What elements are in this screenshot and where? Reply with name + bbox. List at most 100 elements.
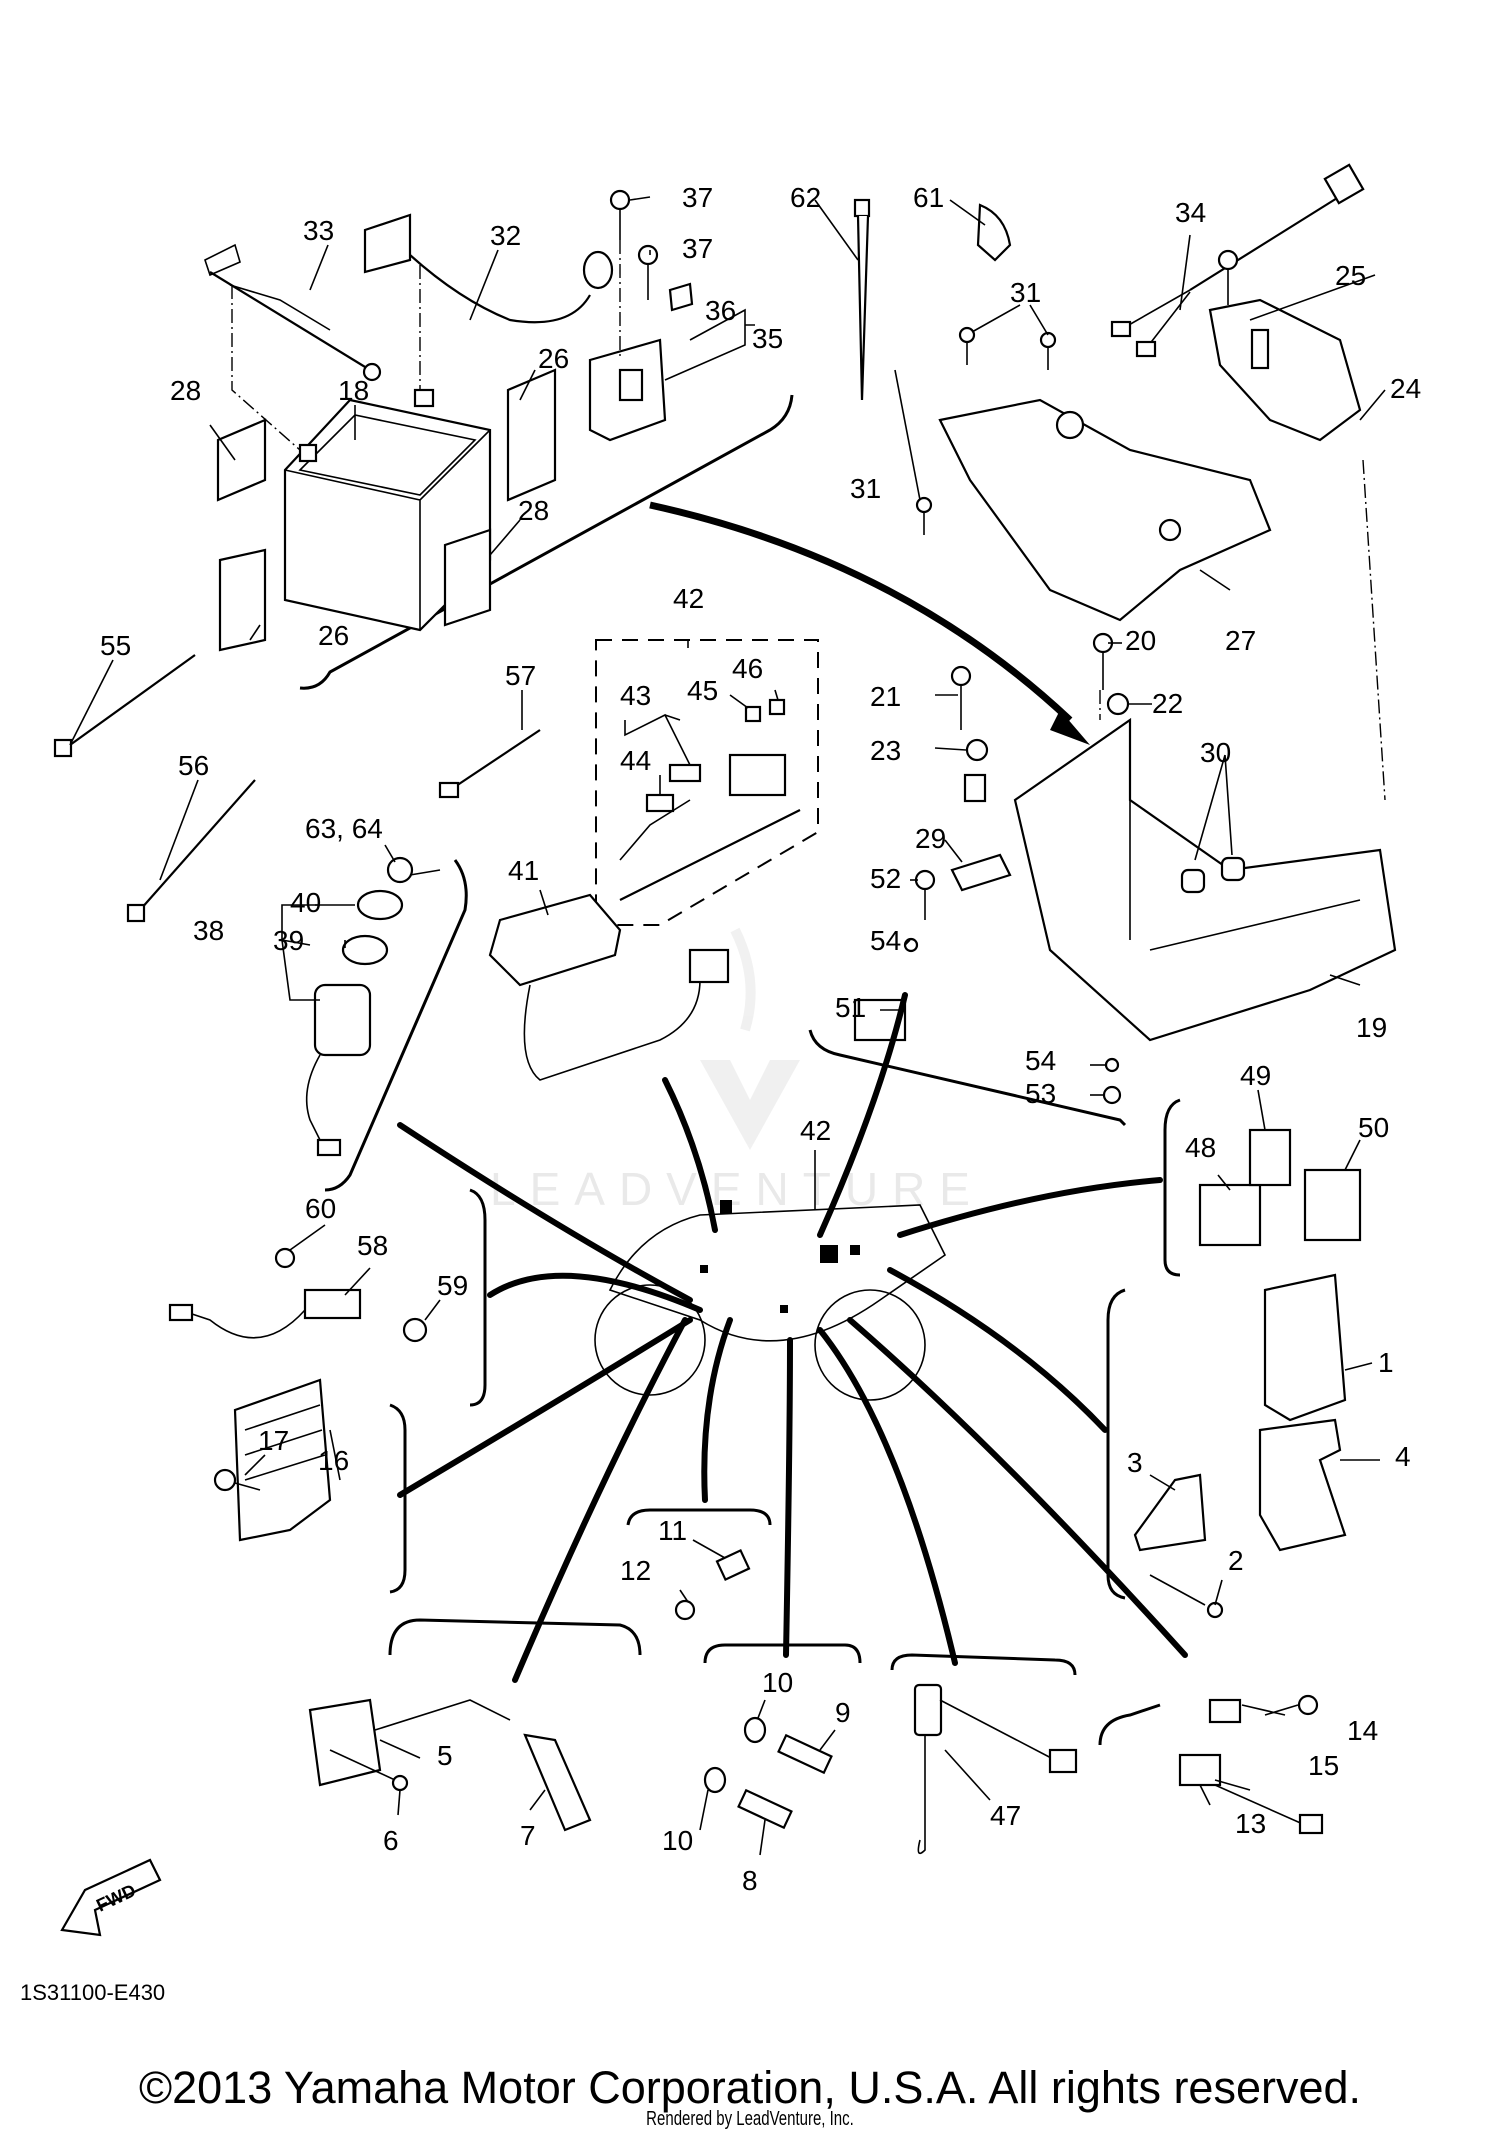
sensor-47[interactable] bbox=[913, 1683, 943, 1737]
callout-31-lower: 31 bbox=[850, 473, 881, 504]
bolt-14[interactable] bbox=[1264, 1694, 1319, 1716]
callout-58: 58 bbox=[357, 1230, 388, 1261]
motorcycle-silhouette bbox=[594, 1200, 947, 1401]
callout-12: 12 bbox=[620, 1555, 651, 1586]
washer-54-a[interactable] bbox=[903, 937, 919, 953]
bolt-20[interactable] bbox=[1092, 632, 1114, 690]
callout-52: 52 bbox=[870, 863, 901, 894]
ring-39[interactable] bbox=[341, 934, 389, 966]
switch-9[interactable] bbox=[777, 1733, 833, 1775]
callout-6: 6 bbox=[383, 1825, 399, 1856]
bolt-21[interactable] bbox=[950, 665, 972, 730]
fuse-cap-43[interactable] bbox=[668, 763, 702, 783]
bolt-37-lower[interactable] bbox=[637, 244, 659, 300]
callout-44: 44 bbox=[620, 745, 651, 776]
callout-59: 59 bbox=[437, 1270, 468, 1301]
cable-tie-56[interactable] bbox=[126, 779, 256, 923]
callout-37-lower: 37 bbox=[682, 233, 713, 264]
screw-2[interactable] bbox=[1149, 1574, 1224, 1619]
bolt-52[interactable] bbox=[914, 869, 936, 920]
callout-31-upper: 31 bbox=[1010, 277, 1041, 308]
callout-23: 23 bbox=[870, 735, 901, 766]
damper-30-a[interactable] bbox=[1180, 868, 1206, 894]
bolt-59[interactable] bbox=[402, 1317, 428, 1343]
switch-8[interactable] bbox=[737, 1788, 793, 1830]
callout-42-bike: 42 bbox=[800, 1115, 831, 1146]
callout-49: 49 bbox=[1240, 1060, 1271, 1091]
damper[interactable] bbox=[963, 773, 987, 803]
switch-58[interactable] bbox=[303, 1288, 362, 1320]
battery-pad-26-right[interactable] bbox=[506, 368, 557, 502]
ecu-holder[interactable] bbox=[1258, 1418, 1347, 1552]
handlebar-switch[interactable] bbox=[488, 893, 730, 1081]
fuse-36[interactable] bbox=[668, 282, 694, 312]
battery-group bbox=[204, 189, 794, 690]
plug-cap-7[interactable] bbox=[523, 1733, 592, 1832]
callout-9: 9 bbox=[835, 1697, 851, 1728]
lock-cylinder-40[interactable] bbox=[356, 889, 404, 921]
callout-25: 25 bbox=[1335, 260, 1366, 291]
gasket-10-b[interactable] bbox=[703, 1766, 727, 1794]
nut-60[interactable] bbox=[274, 1247, 296, 1269]
relay-48[interactable] bbox=[1198, 1183, 1262, 1247]
gasket-10-a[interactable] bbox=[743, 1716, 767, 1744]
callout-21: 21 bbox=[870, 681, 901, 712]
fuse-45[interactable] bbox=[744, 705, 762, 723]
damper-30-b[interactable] bbox=[1220, 856, 1246, 882]
battery-negative-cable[interactable] bbox=[204, 243, 382, 382]
relay-50[interactable] bbox=[1303, 1168, 1362, 1242]
collar-23[interactable] bbox=[965, 738, 989, 762]
bolt-31-b[interactable] bbox=[1039, 331, 1057, 370]
callout-22: 22 bbox=[1152, 688, 1183, 719]
bolt-25[interactable] bbox=[1217, 249, 1239, 305]
fuse-44[interactable] bbox=[645, 793, 675, 813]
battery-pad-28-bottom[interactable] bbox=[443, 528, 492, 627]
washer-54-b[interactable] bbox=[1104, 1057, 1120, 1073]
cable-tie-57[interactable] bbox=[438, 729, 541, 799]
starter-relay[interactable] bbox=[588, 338, 667, 442]
cable-tie-62[interactable] bbox=[853, 198, 871, 401]
battery-pad-26-bottom[interactable] bbox=[218, 548, 267, 652]
battery-bracket[interactable] bbox=[1208, 298, 1362, 442]
bolt-31-a[interactable] bbox=[958, 326, 976, 365]
callout-29: 29 bbox=[915, 823, 946, 854]
bracket-3[interactable] bbox=[1133, 1473, 1207, 1552]
rectifier-regulator[interactable] bbox=[233, 1378, 332, 1542]
key[interactable] bbox=[386, 856, 441, 884]
fuse-46[interactable] bbox=[768, 698, 786, 716]
battery-positive-cable[interactable] bbox=[363, 213, 614, 324]
bolt-37-upper[interactable] bbox=[609, 189, 631, 240]
fwd-arrow-icon: FWD bbox=[60, 1858, 162, 1937]
relay-49[interactable] bbox=[1248, 1128, 1292, 1187]
ecu[interactable] bbox=[1263, 1273, 1347, 1422]
callout-54-lower: 54 bbox=[1025, 1045, 1056, 1076]
gasket-12[interactable] bbox=[674, 1599, 696, 1621]
wire-harness-34[interactable] bbox=[1110, 163, 1365, 358]
battery-cover[interactable] bbox=[938, 398, 1272, 622]
sensor-13-group bbox=[1098, 1694, 1324, 1835]
fuse-holder[interactable] bbox=[728, 753, 787, 797]
callout-35: 35 bbox=[752, 323, 783, 354]
main-switch-38[interactable] bbox=[305, 983, 372, 1157]
sensor-13[interactable] bbox=[1178, 1753, 1222, 1787]
callout-18: 18 bbox=[338, 375, 369, 406]
callout-14: 14 bbox=[1347, 1715, 1378, 1746]
switch-11[interactable] bbox=[715, 1548, 751, 1582]
pad-29[interactable] bbox=[950, 853, 1012, 892]
callout-26-lower: 26 bbox=[318, 620, 349, 651]
callout-46: 46 bbox=[732, 653, 763, 684]
callout-labels: 1 2 3 4 5 6 7 8 9 10 10 11 12 13 14 15 1… bbox=[100, 182, 1421, 1896]
bolt-17[interactable] bbox=[213, 1468, 261, 1492]
clamp-15[interactable] bbox=[1208, 1698, 1242, 1724]
battery-pad-28-left[interactable] bbox=[216, 418, 267, 502]
watermark-logo bbox=[700, 927, 800, 1150]
collar-22[interactable] bbox=[1106, 692, 1130, 716]
nut-53[interactable] bbox=[1102, 1085, 1122, 1105]
clamp-61[interactable] bbox=[976, 203, 1012, 262]
ignition-coil[interactable] bbox=[308, 1698, 382, 1787]
callout-30: 30 bbox=[1200, 737, 1231, 768]
cable-tie-55[interactable] bbox=[53, 654, 196, 758]
bolt-31-c[interactable] bbox=[915, 496, 933, 535]
callout-4: 4 bbox=[1395, 1441, 1411, 1472]
